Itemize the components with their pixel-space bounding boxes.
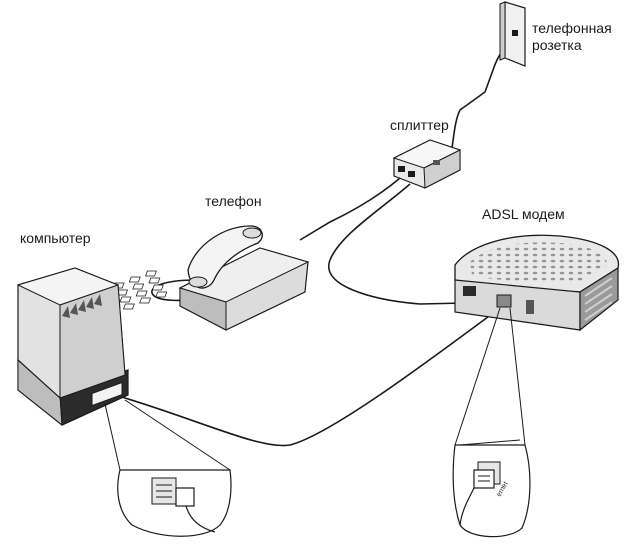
computer-icon (16, 267, 129, 427)
label-phone: телефон (205, 193, 262, 209)
computer-port-closeup (117, 469, 232, 537)
label-wall-socket-line2: розетка (532, 37, 582, 53)
splitter-icon (392, 139, 462, 189)
label-wall-socket: телефонная розетка (532, 20, 612, 54)
callout-lines (104, 307, 526, 471)
cable-splitter-to-phone (299, 177, 401, 241)
desk-phone-icon (112, 225, 310, 331)
label-splitter: сплиттер (390, 117, 449, 133)
cable-splitter-to-modem (327, 183, 466, 305)
modem-port-closeup: ernet (452, 439, 531, 538)
cables (114, 37, 518, 447)
cable-computer-to-modem (114, 307, 501, 447)
label-modem: ADSL модем (482, 206, 565, 222)
adsl-modem-icon (454, 234, 620, 332)
wall-socket-icon (499, 1, 526, 67)
label-computer: компьютер (20, 230, 91, 246)
label-wall-socket-line1: телефонная (532, 20, 612, 36)
